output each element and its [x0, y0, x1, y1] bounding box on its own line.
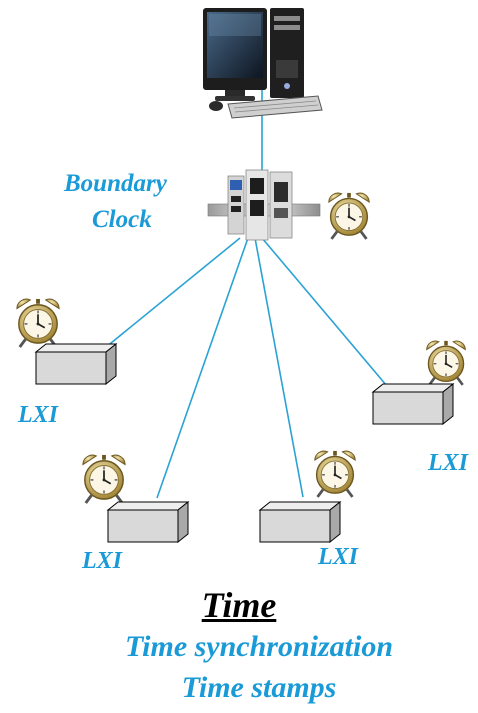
subtitle-time-stamps: Time stamps — [181, 671, 337, 704]
subtitle-time-synchronization: Time synchronization — [124, 630, 394, 663]
boundary-clock-label-line2: Clock — [92, 206, 152, 233]
link-to-device-2 — [156, 237, 249, 499]
lxi-label-2: LXI — [428, 450, 469, 476]
device-box-4 — [258, 500, 342, 544]
lxi-label-1: LXI — [18, 402, 59, 428]
alarm-clock-icon — [81, 453, 127, 505]
alarm-clock-icon — [313, 449, 357, 499]
link-to-device-3 — [254, 237, 304, 498]
alarm-clock-icon — [327, 191, 371, 241]
device-box-2 — [371, 382, 455, 426]
switch-icon — [207, 169, 321, 241]
lxi-label-3: LXI — [82, 548, 123, 574]
lxi-label-4: LXI — [318, 544, 359, 570]
device-box-1 — [34, 342, 118, 386]
computer-icon — [203, 8, 323, 119]
alarm-clock-icon — [425, 339, 467, 387]
device-box-3 — [106, 500, 190, 544]
alarm-clock-icon — [15, 297, 61, 349]
heading-time: Time — [201, 585, 277, 625]
link-to-device-1 — [99, 237, 241, 353]
network-links — [99, 82, 393, 499]
boundary-clock-label-line1: Boundary — [64, 170, 167, 197]
link-to-device-4 — [261, 237, 393, 393]
